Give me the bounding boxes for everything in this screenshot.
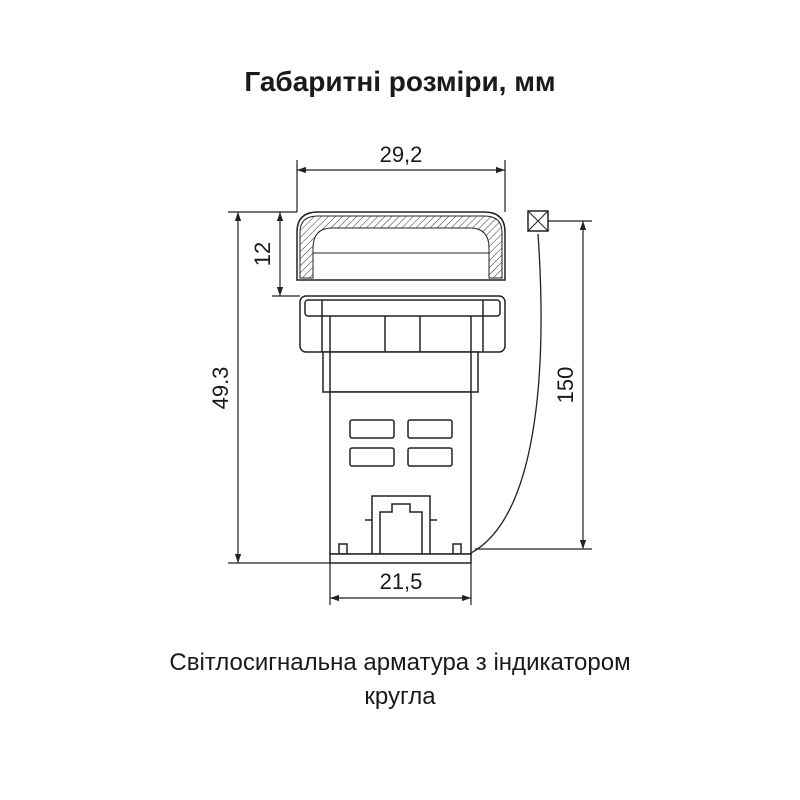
dim-label-width-top: 29,2: [380, 142, 423, 167]
vent-slot: [349, 419, 395, 439]
caption-line-1: Світлосигнальна арматура з індикатором: [169, 649, 631, 676]
dim-label-width-bottom: 21,5: [380, 569, 423, 594]
cap-outline: [296, 211, 506, 281]
caption: Світлосигнальна арматура з індикатором к…: [0, 646, 800, 714]
wire: [470, 210, 549, 554]
base: [329, 553, 472, 564]
dim-label-total-height: 49.3: [208, 367, 233, 410]
dimension-lines: [228, 160, 592, 605]
caption-line-2: кругла: [364, 683, 436, 710]
threaded-neck: [322, 351, 479, 393]
cap-hatch: [299, 215, 503, 279]
housing: [329, 391, 472, 555]
vent-slot: [407, 419, 453, 439]
vent-slot: [407, 447, 453, 467]
page-title: Габаритні розміри, мм: [244, 66, 556, 97]
vent-slot: [349, 447, 395, 467]
indicator-body: [296, 211, 506, 564]
terminal-block: [371, 495, 431, 554]
dim-label-cap-height: 12: [250, 242, 275, 266]
dim-label-wire-length: 150: [553, 367, 578, 404]
